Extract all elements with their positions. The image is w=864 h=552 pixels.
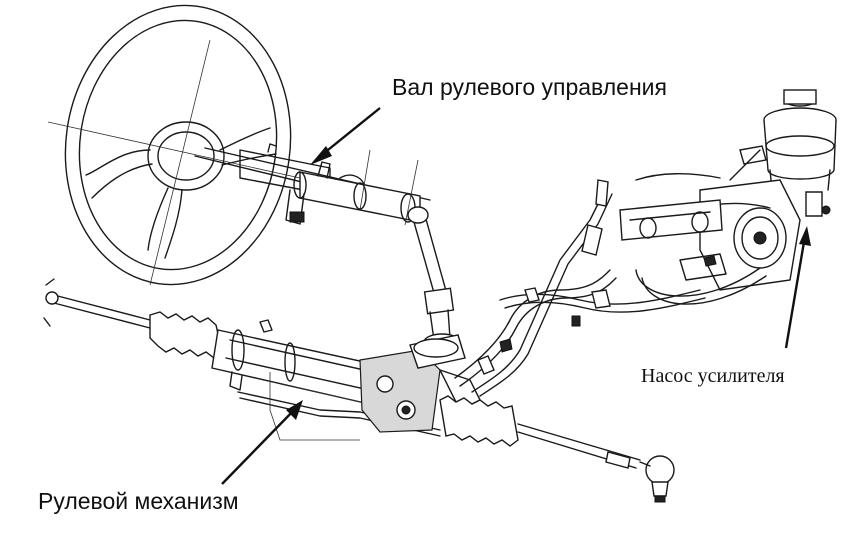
intermediate-shaft [407, 206, 461, 351]
steering-gear-label: Рулевой механизм [38, 488, 239, 514]
steering-column [194, 143, 431, 226]
arrow-power-pump [784, 226, 811, 349]
steering-shaft-label: Вал рулевого управления [392, 74, 667, 100]
power-steering-pump [619, 89, 837, 305]
steering-rack [43, 278, 675, 503]
steering-wheel [47, 4, 301, 286]
arrow-steering-shaft [310, 107, 381, 165]
arrow-steering-gear [221, 400, 303, 485]
pressure-hoses [454, 179, 706, 397]
power-pump-label: Насос усилителя [641, 365, 785, 387]
